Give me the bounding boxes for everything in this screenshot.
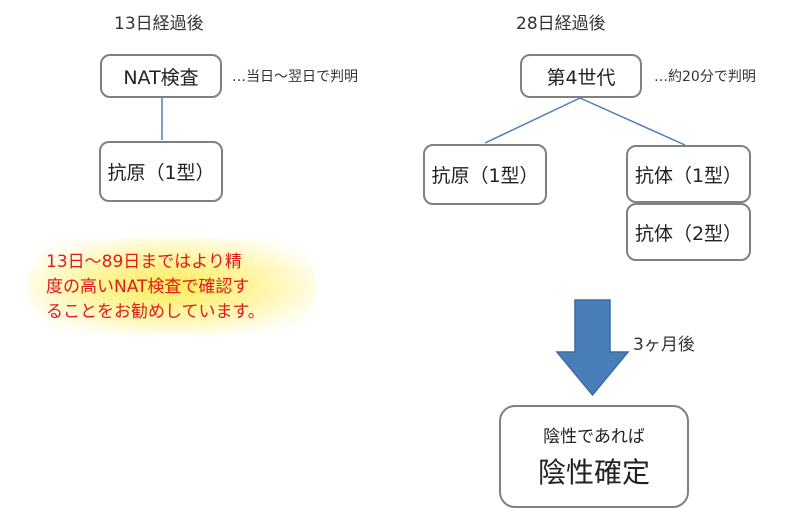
final-result-line2: 陰性確定: [537, 456, 650, 489]
right-antigen-label: 抗原（1型）: [431, 165, 539, 187]
antibody-type1-box: 抗体（1型）: [626, 145, 751, 203]
left-antigen-box: 抗原（1型）: [99, 141, 223, 202]
recommendation-line-3: ることをお勧めしています。: [46, 302, 265, 322]
right-heading: 28日経過後: [516, 14, 606, 34]
antibody-type2-box: 抗体（2型）: [626, 203, 751, 261]
nat-test-note: …当日〜翌日で判明: [232, 69, 358, 85]
nat-test-label: NAT検査: [123, 66, 199, 89]
recommendation-line-2: 度の高いNAT検査で確認す: [46, 277, 250, 297]
4th-gen-test-label: 第4世代: [546, 66, 616, 89]
recommendation-highlight: [28, 238, 316, 334]
connector-4th-to-antigen: [484, 97, 581, 144]
right-antigen-box: 抗原（1型）: [423, 144, 547, 205]
final-result-box: 陰性であれば 陰性確定: [499, 405, 689, 508]
antibody-type1-label: 抗体（1型）: [634, 164, 743, 187]
arrow-label: 3ヶ月後: [633, 335, 695, 355]
antibody-type2-label: 抗体（2型）: [634, 222, 743, 245]
recommendation-line-1: 13日〜89日まではより精: [46, 252, 242, 272]
4th-gen-test-box: 第4世代: [520, 54, 642, 98]
connector-4th-to-antibody: [579, 97, 686, 146]
recommendation-text: 13日〜89日まではより精 度の高いNAT検査で確認す ることをお勧めしています…: [46, 250, 316, 325]
final-result-line1: 陰性であれば: [543, 427, 645, 447]
left-heading: 13日経過後: [114, 14, 204, 34]
4th-gen-test-note: …約20分で判明: [654, 69, 756, 85]
left-antigen-label: 抗原（1型）: [107, 162, 215, 184]
down-arrow-icon: [555, 299, 630, 397]
nat-test-box: NAT検査: [100, 54, 222, 98]
